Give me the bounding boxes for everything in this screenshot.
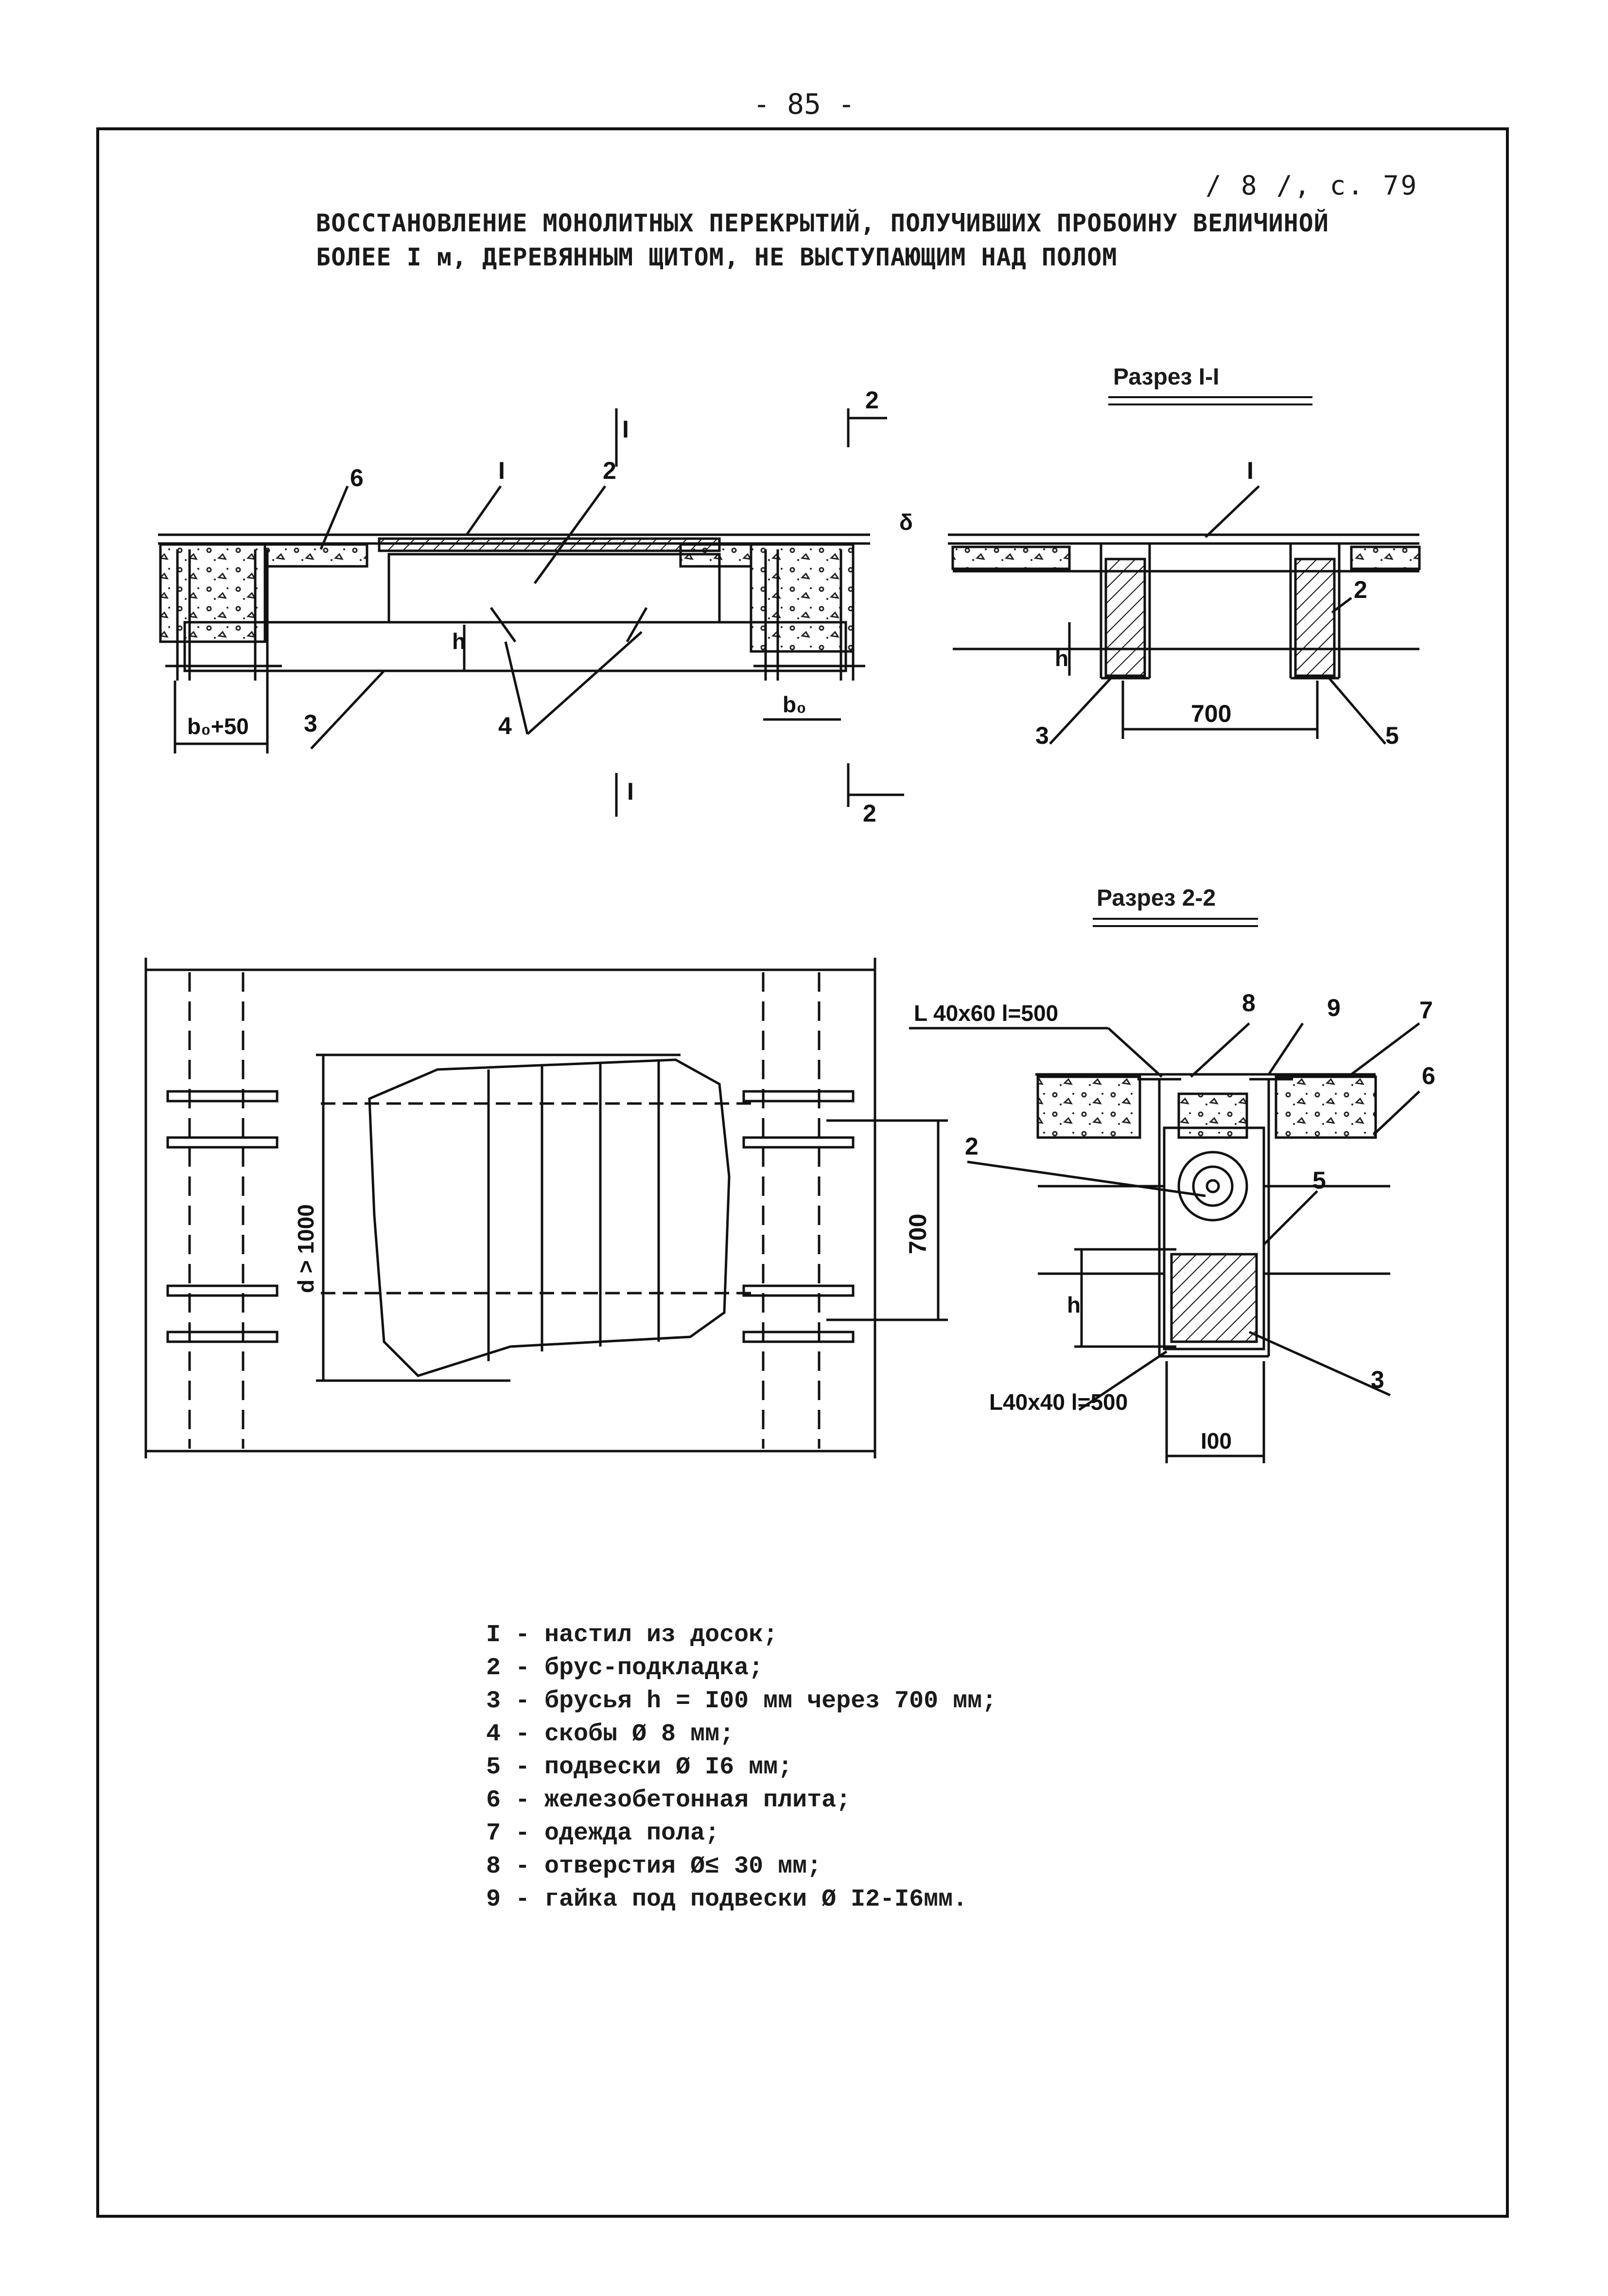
joist-2 xyxy=(1294,558,1336,677)
source-reference: / 8 /, с. 79 xyxy=(1206,170,1419,201)
title-line-1: ВОССТАНОВЛЕНИЕ МОНОЛИТНЫХ ПЕРЕКРЫТИЙ, ПО… xyxy=(316,209,1329,237)
elev-label-6: 6 xyxy=(350,464,364,491)
sec1-label-5: 5 xyxy=(1385,722,1399,749)
elev-label-2: 2 xyxy=(603,457,616,484)
sec2-label-8: 8 xyxy=(1242,989,1256,1017)
sec2-label-3: 3 xyxy=(1371,1366,1384,1393)
sec1-label-3: 3 xyxy=(1035,722,1049,749)
legend-item: I - настил из досок; xyxy=(486,1621,778,1649)
joist-1 xyxy=(1104,558,1146,677)
decking xyxy=(378,537,721,552)
slab-right xyxy=(750,543,855,653)
elev-dim-b0: b₀ xyxy=(783,692,806,717)
section-title-2-underline-2 xyxy=(1093,925,1258,927)
sec2-label-6: 6 xyxy=(1422,1062,1435,1089)
elev-label-1: I xyxy=(498,457,505,484)
section-title-2-underline xyxy=(1093,918,1258,920)
sec1-dim-700: 700 xyxy=(1191,700,1231,727)
cut-1-top-label: I xyxy=(622,416,629,443)
elev-label-3: 3 xyxy=(304,710,317,737)
support-beam xyxy=(387,553,721,624)
plan-view xyxy=(144,958,948,1458)
sec1-dim-h: h xyxy=(1055,646,1068,671)
legend-item: 3 - брусья h = I00 мм через 700 мм; xyxy=(486,1687,997,1715)
cut-2-top-label: 2 xyxy=(865,386,879,414)
elev-label-4: 4 xyxy=(498,712,512,739)
elev-dim-b0-50: b₀+50 xyxy=(187,714,249,739)
section-1-view xyxy=(948,485,1421,745)
sec2-angle-bottom: L40x40 l=500 xyxy=(989,1389,1128,1415)
hole-outline xyxy=(368,1058,731,1377)
legend: I - настил из досок; 2 - брус-подкладка;… xyxy=(486,1619,996,1916)
drawing-frame xyxy=(96,127,1509,2218)
sec2-dim-100: I00 xyxy=(1201,1428,1232,1454)
section-title-1: Разрез I-I xyxy=(1113,364,1220,390)
cut-1-bottom-label: I xyxy=(627,778,634,805)
section-title-1-underline-2 xyxy=(1108,403,1312,405)
legend-item: 9 - гайка под подвески Ø I2-I6мм. xyxy=(486,1886,968,1913)
section-title-1-underline xyxy=(1108,396,1312,398)
legend-item: 2 - брус-подкладка; xyxy=(486,1654,764,1682)
joist xyxy=(183,621,847,672)
legend-item: 7 - одежда пола; xyxy=(486,1820,720,1847)
sec2-label-9: 9 xyxy=(1327,994,1341,1021)
page-number: - 85 - xyxy=(753,88,855,121)
slab-left-top xyxy=(263,543,368,568)
sec2-label-2: 2 xyxy=(965,1133,979,1160)
sec2-label-7: 7 xyxy=(1419,997,1433,1024)
plan-dim-d: d > 1000 xyxy=(293,1204,318,1293)
sec2-dim-h: h xyxy=(1067,1292,1081,1317)
sec2-angle-top: L 40x60 l=500 xyxy=(914,1000,1058,1026)
cut-2-bottom-label: 2 xyxy=(863,800,876,827)
section-2-view xyxy=(909,1022,1420,1463)
sec2-label-5: 5 xyxy=(1312,1167,1326,1194)
sec1-dim-delta: δ xyxy=(899,509,913,535)
legend-item: 8 - отверстия Ø≤ 30 мм; xyxy=(486,1853,822,1880)
title-line-2: БОЛЕЕ I м, ДЕРЕВЯННЫМ ЩИТОМ, НЕ ВЫСТУПАЮ… xyxy=(316,243,1118,271)
legend-item: 5 - подвески Ø I6 мм; xyxy=(486,1753,793,1781)
elev-dim-h: h xyxy=(452,629,466,654)
legend-item: 6 - железобетонная плита; xyxy=(486,1787,851,1814)
elevation-view xyxy=(158,408,904,817)
slab-left xyxy=(159,543,266,643)
sec1-label-1: I xyxy=(1247,457,1254,484)
plan-dim-700: 700 xyxy=(904,1214,931,1254)
section-title-2: Разрез 2-2 xyxy=(1097,885,1216,911)
sec1-label-2: 2 xyxy=(1354,576,1367,603)
legend-item: 4 - скобы Ø 8 мм; xyxy=(486,1720,734,1748)
